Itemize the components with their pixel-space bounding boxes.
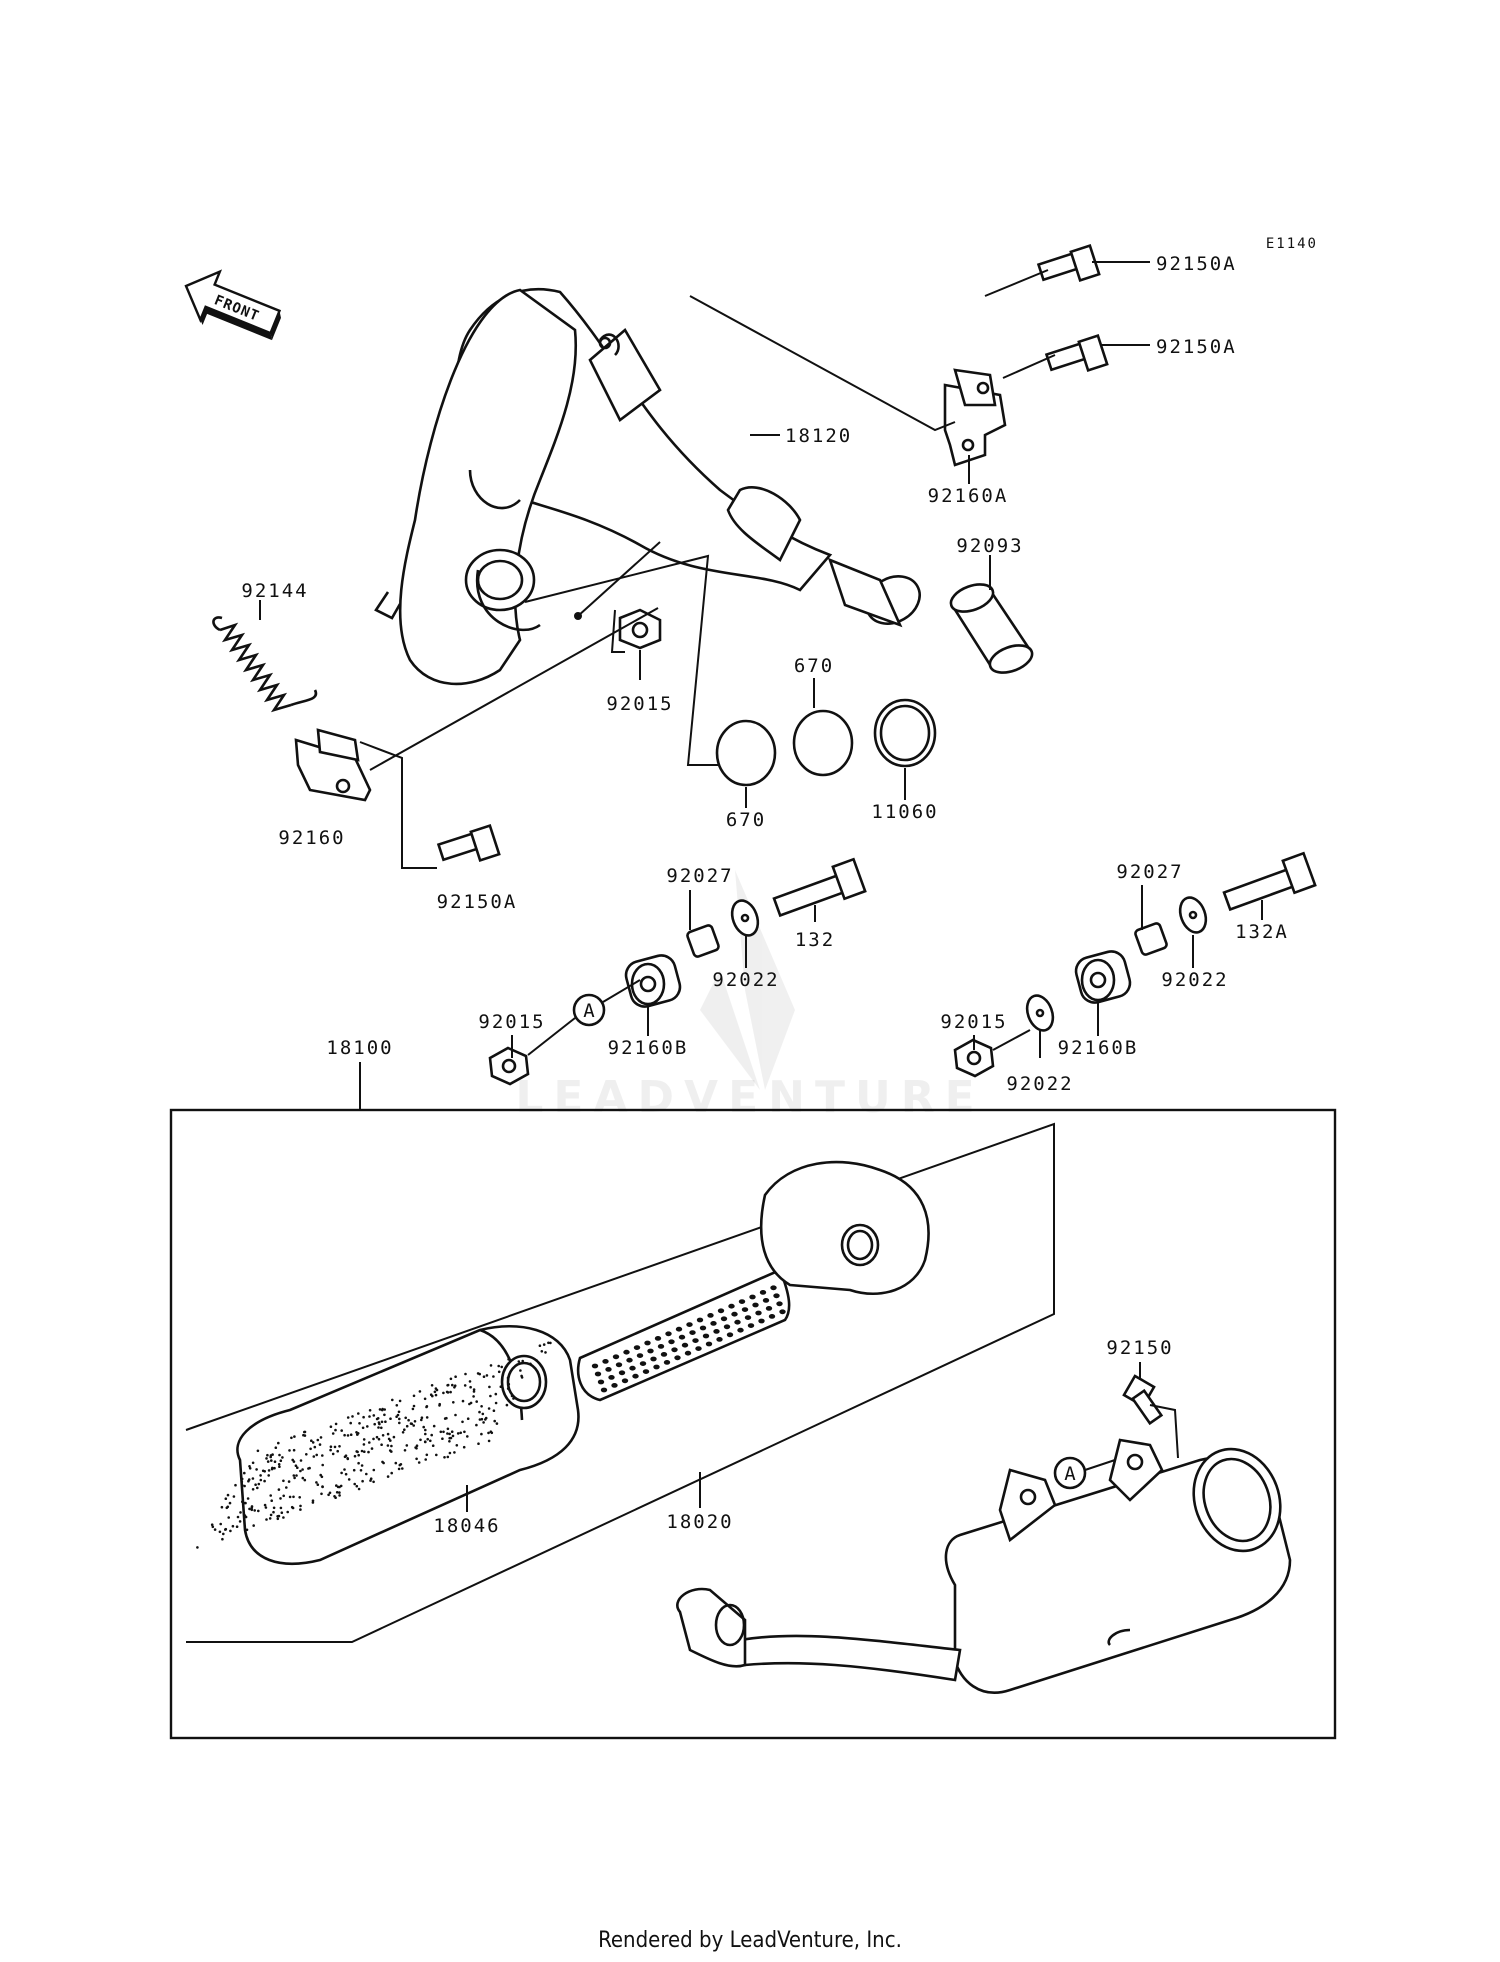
sleeve-92093-part (949, 583, 1034, 674)
bolt-92150A-upper-icon (1036, 244, 1101, 282)
label-92027-right: 92027 (1116, 861, 1183, 883)
label-92015-left: 92015 (478, 1011, 545, 1033)
label-92022-left: 92022 (712, 969, 779, 991)
footer-credit: Rendered by LeadVenture, Inc. (598, 1928, 902, 1953)
bracket-92160A-part (943, 368, 1007, 467)
label-92093: 92093 (956, 535, 1023, 557)
svg-text:A: A (1064, 1463, 1076, 1485)
nut-92015-top-icon (618, 608, 662, 650)
bolt-132A-icon (1222, 851, 1317, 912)
gasket-670-lower-part (715, 719, 777, 787)
leader-lines (259, 261, 1263, 1512)
packing-texture (196, 1341, 552, 1549)
label-670-upper: 670 (794, 655, 834, 677)
watermark-text: LEADVENTURE (515, 1072, 984, 1123)
label-18020: 18020 (666, 1511, 733, 1533)
label-92160A: 92160A (928, 485, 1009, 507)
label-92015-top: 92015 (606, 693, 673, 715)
label-92150: 92150 (1106, 1337, 1173, 1359)
bracket-92160-part (294, 728, 372, 802)
label-18046: 18046 (433, 1515, 500, 1537)
label-92144: 92144 (241, 580, 308, 602)
nut-92015-left-icon (488, 1046, 530, 1086)
label-132A: 132A (1235, 921, 1289, 943)
gasket-670-upper-part (792, 709, 854, 777)
label-92150A-middle: 92150A (1156, 336, 1237, 358)
callout-a-left: A (572, 993, 606, 1027)
label-18120: 18120 (785, 425, 852, 447)
callout-a-right: A (1053, 1456, 1087, 1490)
bolt-132-icon (772, 857, 867, 918)
front-arrow-icon: FRONT (184, 269, 282, 341)
gasket-11060-part (873, 698, 937, 768)
washer-92022-left-icon (730, 899, 760, 937)
label-92160B-left: 92160B (608, 1037, 689, 1059)
label-11060: 11060 (871, 801, 938, 823)
spring-92144-part (212, 616, 318, 713)
grommet-92160B-left-icon (624, 954, 682, 1008)
washer-92022-right-lower-icon (1025, 994, 1055, 1032)
diagram-code: E1140 (1266, 236, 1318, 252)
pipe-perforations (591, 1285, 786, 1393)
svg-text:A: A (583, 1000, 595, 1022)
label-92027-left: 92027 (666, 865, 733, 887)
washer-92022-right-icon (1178, 896, 1208, 934)
collar-92027-left-icon (686, 924, 720, 958)
label-92022-right-lower: 92022 (1006, 1073, 1073, 1095)
label-670-lower: 670 (726, 809, 766, 831)
bolt-92150A-middle-icon (1044, 334, 1109, 372)
label-92160: 92160 (278, 827, 345, 849)
bolt-92150A-lower-icon (436, 824, 501, 862)
grommet-92160B-right-icon (1074, 950, 1132, 1004)
label-18100: 18100 (326, 1037, 393, 1059)
label-92150A-lower: 92150A (437, 891, 518, 913)
collar-92027-right-icon (1134, 922, 1168, 956)
label-92150A-upper: 92150A (1156, 253, 1237, 275)
silencer-assembly-box (169, 1108, 1337, 1740)
label-92160B-right: 92160B (1058, 1037, 1139, 1059)
label-92015-right: 92015 (940, 1011, 1007, 1033)
part-labels: 92150A 92150A 18120 92160A 92093 92144 9… (241, 253, 1289, 1537)
label-132: 132 (795, 929, 835, 951)
label-92022-right: 92022 (1161, 969, 1228, 991)
expansion-chamber-part (374, 287, 921, 686)
silencer-body-part (676, 1438, 1292, 1694)
inner-pipe-18020-part (576, 1160, 930, 1402)
bolt-92150-icon (1122, 1374, 1164, 1426)
